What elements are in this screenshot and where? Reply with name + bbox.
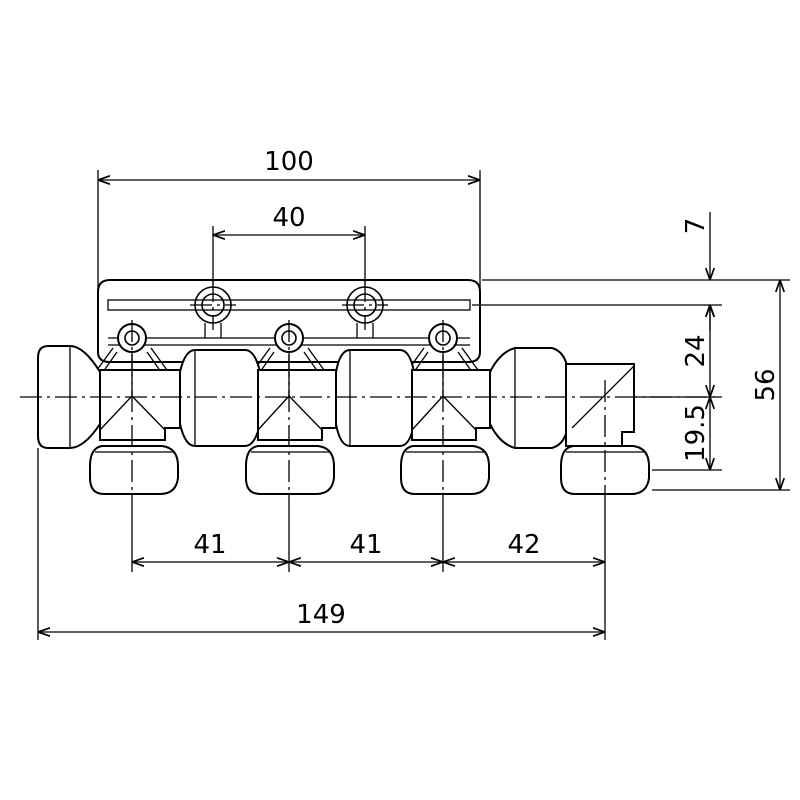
dim-label-top-offset: 7: [681, 218, 711, 235]
center-lines: [20, 280, 716, 500]
dim-label-pitch-2: 41: [349, 530, 382, 560]
outlet-ball-2: [245, 445, 335, 495]
dim-pitch-1: 41: [132, 530, 289, 562]
dim-pitch-2: 41: [289, 530, 443, 562]
dim-label-pitch-3: 42: [507, 530, 540, 560]
dim-label-center-to-bottom: 19.5: [681, 404, 711, 462]
dim-total-length: 149: [38, 600, 605, 632]
dim-pitch-3: 42: [443, 530, 605, 562]
dim-bracket-to-center: 24: [681, 305, 711, 397]
extension-lines: [37, 170, 790, 640]
dim-label-pitch-1: 41: [193, 530, 226, 560]
dim-total-height: 56: [751, 280, 781, 490]
dim-label-bracket-to-center: 24: [681, 334, 711, 367]
dim-label-total-height: 56: [751, 368, 781, 401]
manifold-body: [37, 345, 635, 449]
dim-bracket-width: 100: [98, 147, 480, 180]
dim-label-hole-pitch: 40: [272, 203, 305, 233]
dim-label-bracket-width: 100: [264, 147, 314, 177]
dim-center-to-bottom: 19.5: [681, 397, 711, 470]
outlet-ball-3: [400, 445, 490, 495]
dim-top-offset: 7: [681, 212, 711, 330]
dim-hole-pitch: 40: [213, 203, 365, 235]
outlet-ball-1: [89, 445, 179, 495]
dim-label-total-length: 149: [296, 600, 346, 630]
